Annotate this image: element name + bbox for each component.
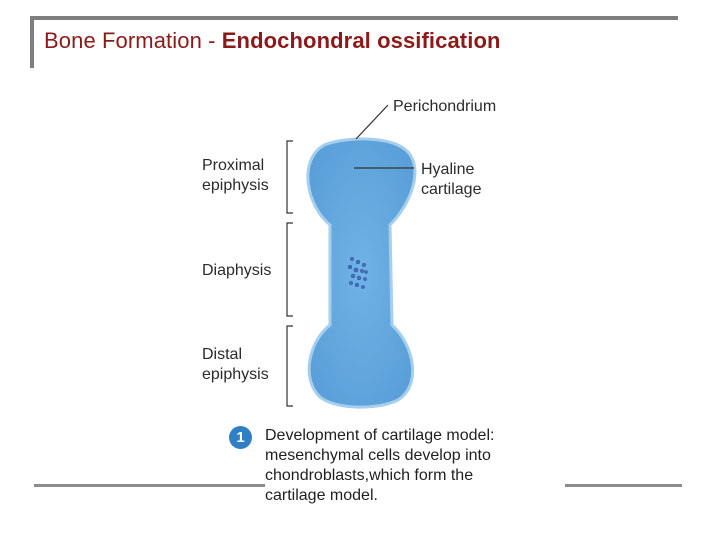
cell xyxy=(362,263,366,267)
distal-label-line2: epiphysis xyxy=(202,366,269,383)
cell xyxy=(354,282,359,287)
proximal-bracket xyxy=(286,140,293,214)
step-caption: Development of cartilage model: mesenchy… xyxy=(265,426,565,506)
cell xyxy=(350,257,354,261)
proximal-label-line2: epiphysis xyxy=(202,177,269,194)
cell xyxy=(364,270,368,274)
frame-left-rule xyxy=(30,16,34,68)
caption-line: cartilage model. xyxy=(265,487,378,504)
cell xyxy=(356,275,362,281)
frame-top-rule xyxy=(30,16,678,20)
cell xyxy=(363,277,367,281)
hyaline-label-line1: Hyaline xyxy=(421,161,475,178)
cell xyxy=(361,285,365,289)
proximal-label-line1: Proximal xyxy=(202,157,265,174)
caption-line: chondroblasts,which form the xyxy=(265,467,474,484)
diaphysis-bracket xyxy=(286,222,293,317)
cell xyxy=(360,269,364,273)
title-prefix: Bone Formation - xyxy=(44,28,222,53)
title-emphasis: Endochondral ossification xyxy=(221,28,501,53)
caption-line: Development of cartilage model: xyxy=(265,427,495,444)
cell xyxy=(347,264,352,269)
step-number-badge: 1 xyxy=(229,426,252,449)
slide-title: Bone Formation - Endochondral ossificati… xyxy=(44,28,501,54)
diaphysis-label: Diaphysis xyxy=(202,262,272,279)
perichondrium-leader xyxy=(355,104,389,140)
cartilage-model-bone xyxy=(306,137,417,409)
distal-bracket xyxy=(286,325,293,407)
perichondrium-label: Perichondrium xyxy=(393,98,497,115)
cell xyxy=(353,267,359,273)
cell xyxy=(350,273,355,278)
cell xyxy=(355,259,361,265)
distal-label-line1: Distal xyxy=(202,346,243,363)
cell xyxy=(349,281,353,285)
mesenchymal-cell-cluster xyxy=(347,257,368,289)
caption-line: mesenchymal cells develop into xyxy=(265,447,491,464)
hyaline-label-line2: cartilage xyxy=(421,181,482,198)
